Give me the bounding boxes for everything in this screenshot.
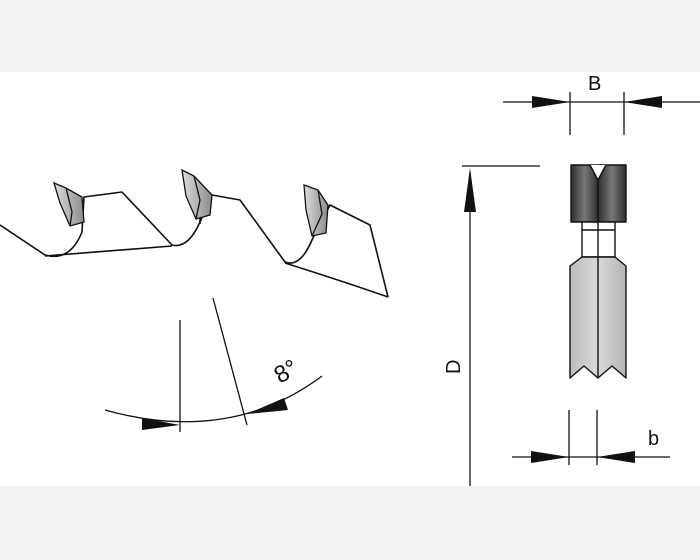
body-width-label: B	[588, 73, 601, 95]
section-tip-notch	[589, 164, 607, 181]
angle-arrow-left	[142, 418, 180, 430]
section-tip-right	[597, 164, 627, 223]
diameter-arrow	[464, 168, 476, 212]
diameter-label: D	[443, 360, 465, 374]
blade-cross-section	[569, 164, 627, 379]
blade-teeth	[0, 191, 389, 298]
angle-tooth-line	[212, 297, 248, 426]
tooth-tip-1	[52, 181, 85, 227]
gullet-line-1	[44, 245, 173, 257]
blade-edge	[0, 191, 389, 298]
body-width-arrow-left	[532, 96, 570, 108]
gullet-line-3	[284, 262, 389, 298]
angle-arrow-right	[247, 398, 288, 414]
kerf-arrow-right	[597, 451, 635, 463]
tooth-tip-3	[303, 184, 329, 237]
diameter-dimension	[462, 165, 540, 486]
tooth-tip-2	[181, 168, 213, 220]
kerf-label: b	[648, 428, 659, 450]
body-width-arrow-right	[624, 96, 662, 108]
angle-arc	[104, 375, 323, 423]
kerf-arrow-left	[531, 451, 569, 463]
hook-angle-annotation	[104, 297, 323, 432]
